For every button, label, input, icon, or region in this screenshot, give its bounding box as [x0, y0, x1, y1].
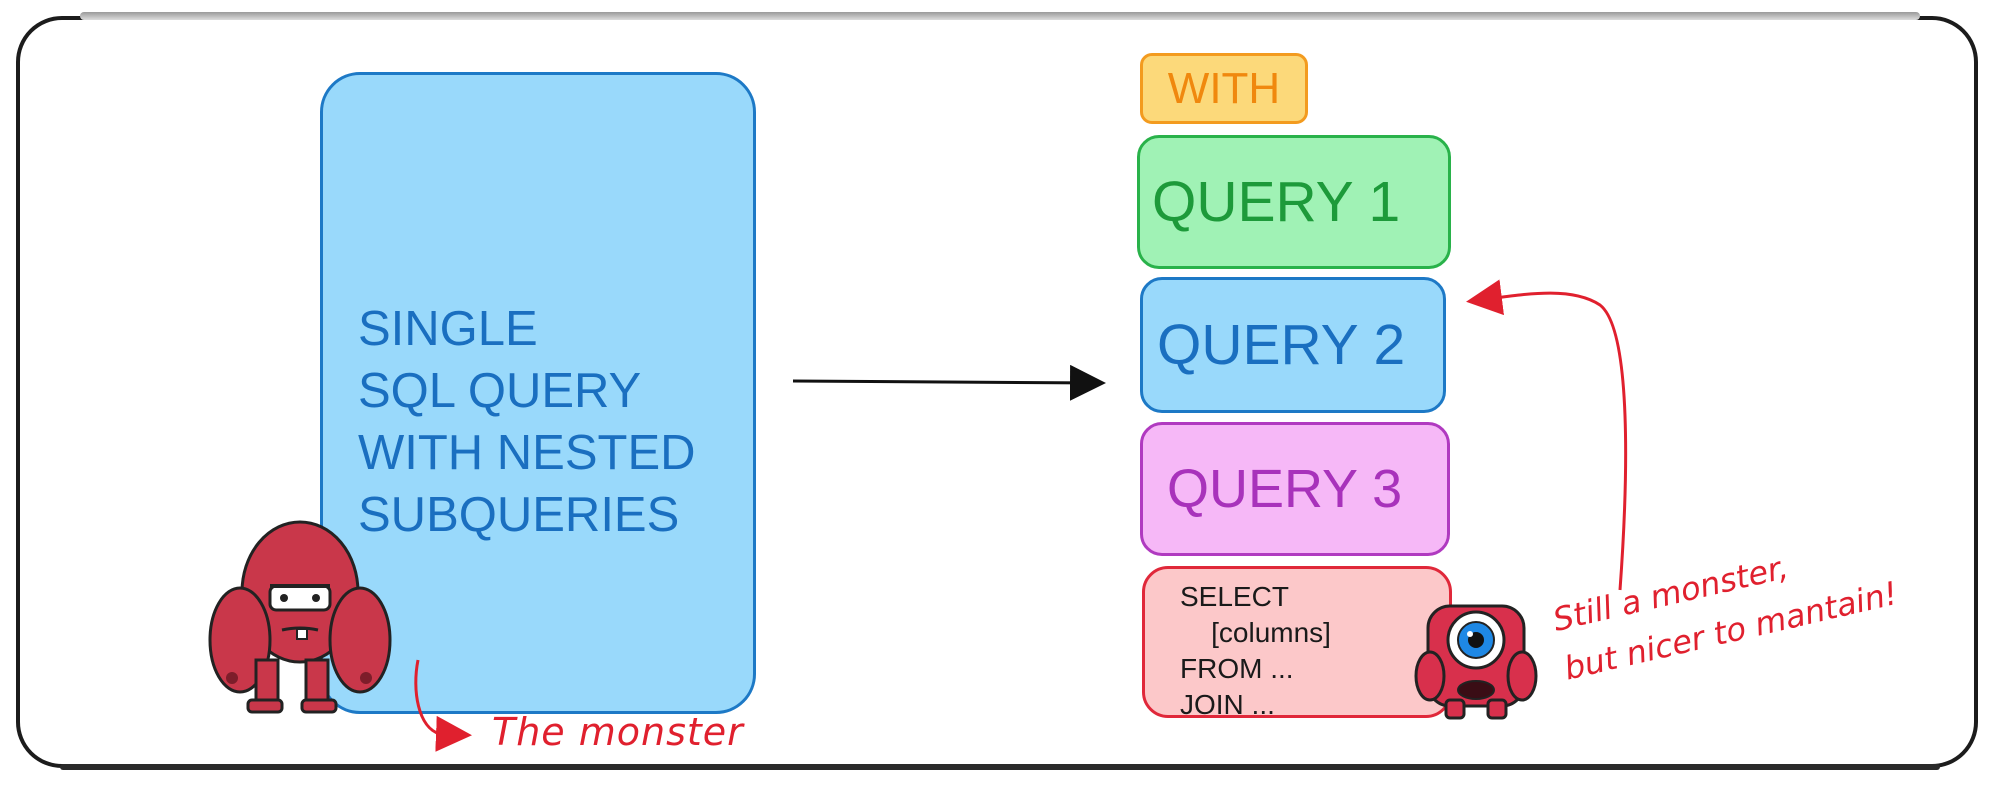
with-label: WITH — [1167, 63, 1281, 113]
columns-line: [columns] — [1180, 617, 1331, 648]
from-line: FROM ... — [1180, 653, 1294, 684]
red-monster-icon — [208, 520, 392, 714]
with-box: WITH — [1140, 53, 1308, 124]
query-2-label: QUERY 2 — [1157, 313, 1406, 377]
query-2-box: QUERY 2 — [1140, 277, 1446, 413]
single-query-box — [320, 72, 756, 714]
frame-top-edge — [80, 12, 1920, 20]
query-2-pointer-arrow — [1466, 279, 1628, 591]
query-3-box: QUERY 3 — [1140, 422, 1450, 556]
monster-note: The monster — [492, 710, 744, 754]
single-query-label: SINGLE SQL QUERY WITH NESTED SUBQUERIES — [358, 302, 696, 542]
join-line: JOIN ... — [1180, 689, 1275, 720]
transform-arrow — [792, 364, 1106, 401]
frame-bottom-edge — [60, 764, 1940, 770]
query-3-label: QUERY 3 — [1167, 459, 1403, 519]
one-eyed-monster-icon — [1414, 604, 1538, 720]
monster-note-arrow — [414, 659, 472, 752]
query-1-box: QUERY 1 — [1137, 135, 1451, 269]
query-1-label: QUERY 1 — [1152, 170, 1401, 234]
select-line: SELECT — [1180, 581, 1289, 612]
